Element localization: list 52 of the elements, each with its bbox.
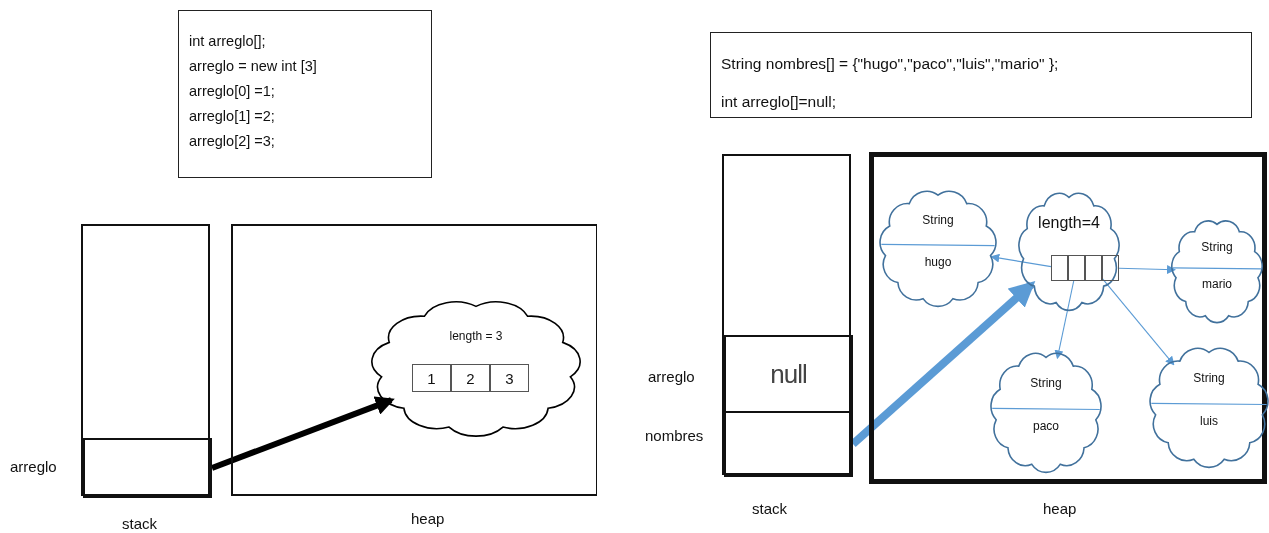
arrow	[850, 281, 1036, 447]
value-label: luis	[1200, 414, 1218, 429]
heap-area	[869, 152, 1267, 484]
variable-name-label: arreglo	[10, 458, 57, 475]
cloud-shape	[370, 298, 582, 438]
type-label: String	[922, 213, 954, 228]
heap-area	[231, 224, 597, 496]
code-line: arreglo = new int [3]	[189, 57, 317, 76]
stack-slot	[83, 438, 212, 498]
code-box	[178, 10, 432, 178]
array-cell: 3	[490, 364, 529, 392]
stack-slot: null	[724, 335, 853, 413]
code-line: arreglo[0] =1;	[189, 82, 275, 101]
length-label: length=4	[1038, 214, 1100, 233]
stack-frame	[722, 154, 851, 475]
code-line: int arreglo[]=null;	[721, 92, 837, 112]
type-label: String	[1201, 240, 1233, 255]
cloud-shape	[1149, 345, 1269, 469]
area-caption: stack	[752, 500, 787, 517]
cloud-shape	[1018, 190, 1120, 312]
area-caption: heap	[411, 510, 445, 527]
code-line: arreglo[2] =3;	[189, 132, 275, 151]
array-cell	[1051, 255, 1068, 281]
code-line: int arreglo[];	[189, 32, 266, 51]
arrow	[990, 253, 1052, 268]
area-caption: heap	[1043, 500, 1077, 517]
length-label: length = 3	[449, 328, 503, 343]
variable-name-label: nombres	[645, 427, 704, 444]
array-cell	[1102, 255, 1119, 281]
array-cell: 1	[412, 364, 451, 392]
arrow	[1054, 280, 1075, 360]
code-line: String nombres[] = {"hugo","paco","luis","mario" };	[721, 54, 1059, 74]
array-cell: 2	[451, 364, 490, 392]
value-label: mario	[1202, 277, 1232, 292]
array-cell	[1068, 255, 1085, 281]
code-box	[710, 32, 1252, 118]
variable-name-label: arreglo	[648, 368, 695, 385]
arrow	[1118, 265, 1176, 275]
code-line: arreglo[1] =2;	[189, 107, 275, 126]
area-caption: stack	[122, 515, 157, 532]
cloud-shape	[990, 350, 1102, 474]
cloud-shape	[879, 188, 997, 308]
array-cell	[1085, 255, 1102, 281]
stack-slot	[724, 411, 853, 477]
value-label: paco	[1033, 419, 1059, 434]
value-label: hugo	[924, 255, 952, 270]
arrow	[1101, 277, 1175, 366]
stack-frame	[81, 224, 210, 496]
type-label: String	[1193, 371, 1225, 386]
arrow	[210, 396, 395, 471]
type-label: String	[1030, 376, 1062, 391]
cloud-shape	[1171, 218, 1263, 324]
